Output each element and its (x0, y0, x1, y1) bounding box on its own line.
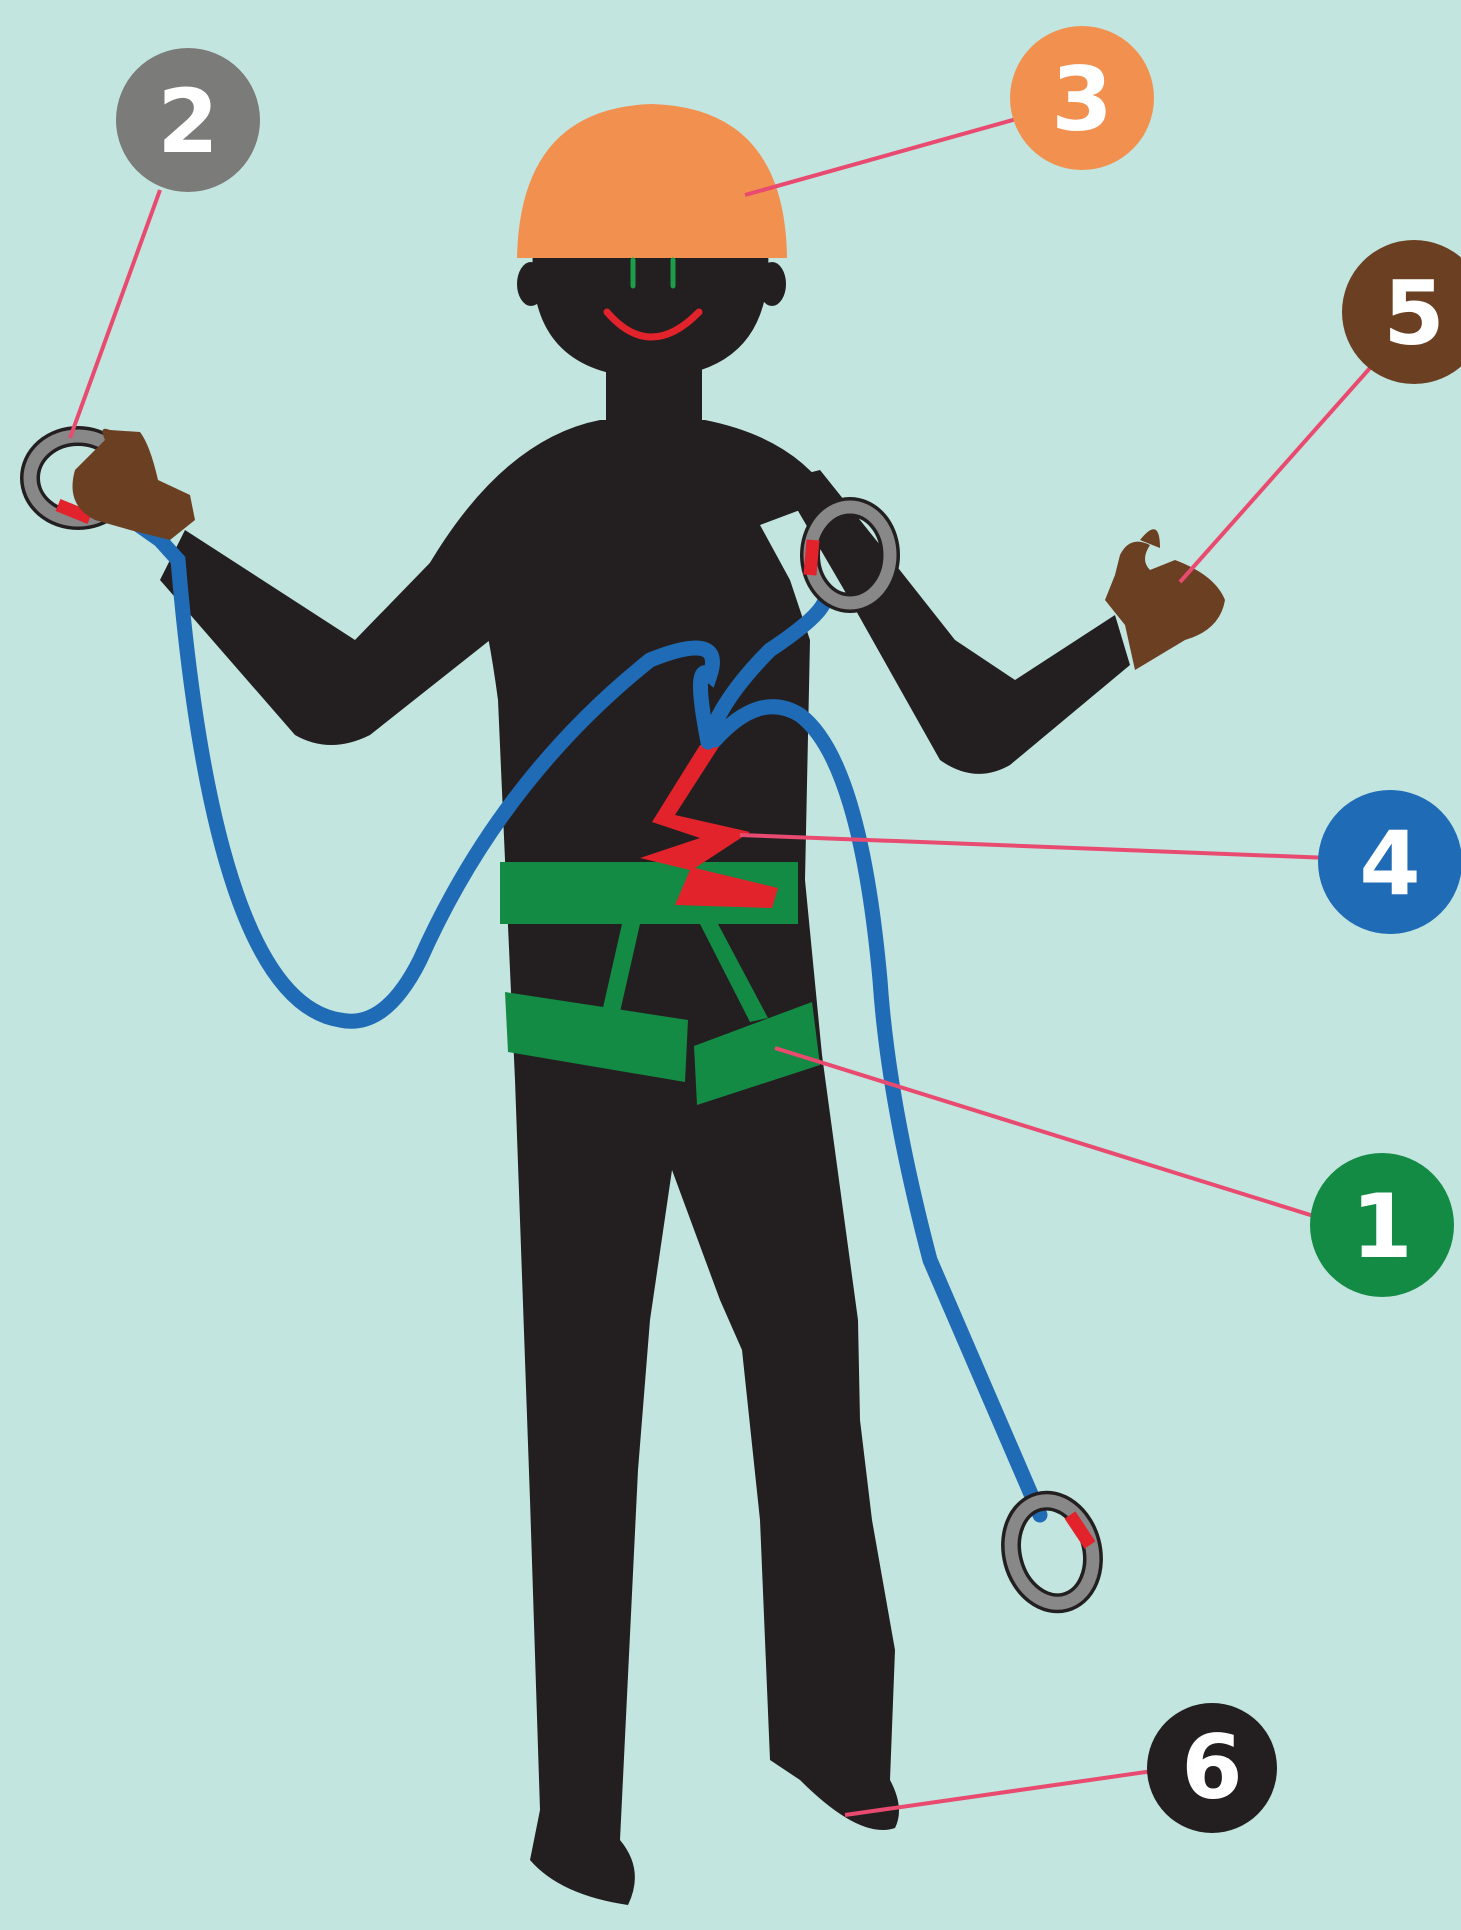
callout-5-number: 5 (1383, 262, 1444, 365)
helmet (517, 104, 787, 258)
leader-line-5 (1180, 368, 1370, 582)
carabiner-lanyard-end (1000, 1491, 1104, 1612)
worker-silhouette (160, 250, 1130, 1905)
callout-4: 4 (1318, 790, 1461, 934)
torso-and-legs (420, 420, 899, 1905)
callout-1: 1 (1310, 1153, 1454, 1297)
callout-4-number: 4 (1359, 812, 1420, 915)
carabiner-chest-gate (810, 540, 813, 575)
leader-line-3 (745, 118, 1020, 195)
head (533, 250, 769, 378)
leader-line-1 (775, 1048, 1320, 1218)
callout-3-number: 3 (1051, 48, 1112, 151)
callout-2: 2 (116, 48, 260, 192)
helmet-icon (517, 104, 787, 258)
callout-6: 6 (1147, 1703, 1277, 1833)
callout-5: 5 (1342, 240, 1461, 384)
callout-2-number: 2 (157, 70, 218, 173)
leader-line-4 (740, 835, 1330, 858)
callout-3: 3 (1010, 26, 1154, 170)
callout-6-number: 6 (1181, 1716, 1242, 1819)
callout-1-number: 1 (1351, 1175, 1412, 1278)
neck (606, 362, 702, 430)
leader-line-2 (70, 190, 160, 438)
